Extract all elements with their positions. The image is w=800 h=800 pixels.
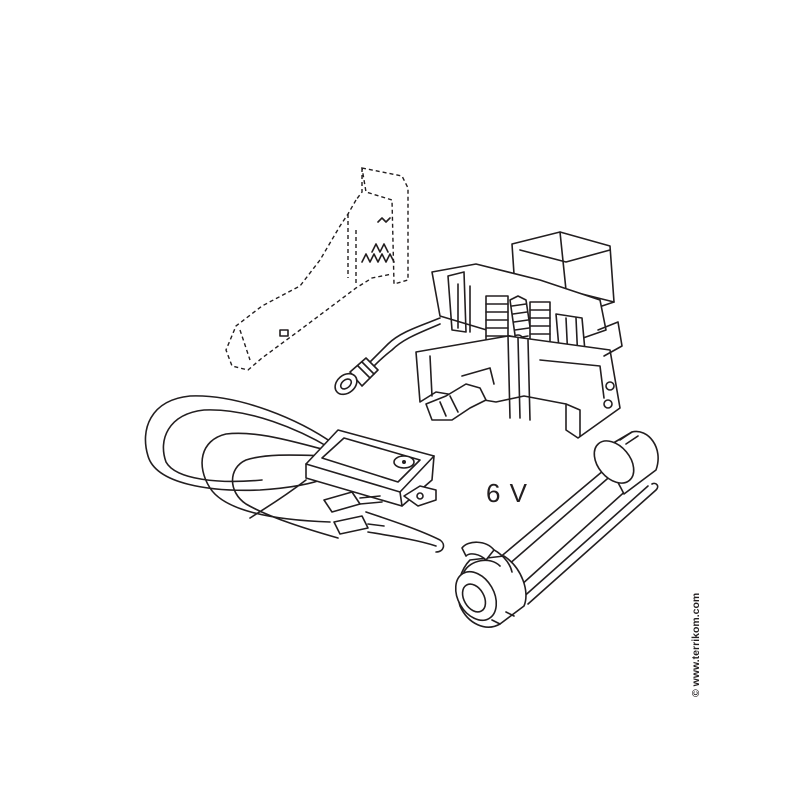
box-indicator-dot bbox=[402, 460, 406, 464]
spring bbox=[361, 243, 395, 263]
motor-mechanism bbox=[415, 231, 623, 439]
dashed-bracket-outline bbox=[225, 167, 409, 371]
connector-cable bbox=[334, 317, 441, 396]
voltage-label: 6 V bbox=[486, 478, 529, 508]
watermark-text: © www.terrikom.com bbox=[690, 592, 702, 697]
control-box-with-cables bbox=[144, 395, 445, 553]
battery-tube bbox=[454, 430, 659, 628]
